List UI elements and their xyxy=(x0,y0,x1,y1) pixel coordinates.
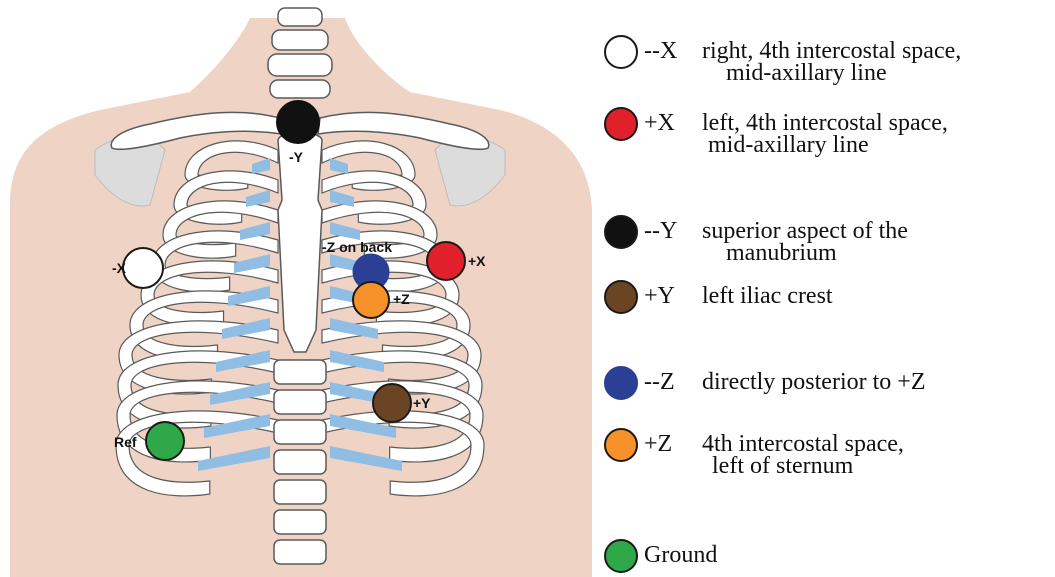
legend-item-pos-x: +X left, 4th intercostal space, mid-axil… xyxy=(604,107,948,156)
legend-item-pos-y: +Y left iliac crest xyxy=(604,280,833,314)
lumbar-vertebra xyxy=(274,420,326,444)
marker-label-neg-y: -Y xyxy=(289,149,304,165)
legend-text: Ground xyxy=(644,542,717,568)
marker-label-neg-z: -Z on back xyxy=(322,239,392,255)
legend-item-ground: Ground xyxy=(604,539,717,573)
brown-dot-icon xyxy=(604,280,638,314)
legend-text: manubrium xyxy=(702,242,908,264)
legend-item-neg-x: --X right, 4th intercostal space, mid-ax… xyxy=(604,35,961,84)
lumbar-vertebra xyxy=(274,510,326,534)
marker-label-neg-x: -X xyxy=(112,260,127,276)
marker-label-pos-y: +Y xyxy=(413,395,431,411)
legend-code: --X xyxy=(644,40,702,62)
legend-code: +Y xyxy=(644,285,702,307)
lumbar-spine xyxy=(274,360,326,564)
lumbar-vertebra xyxy=(274,480,326,504)
legend-item-neg-z: --Z directly posterior to +Z xyxy=(604,366,925,400)
legend: --X right, 4th intercostal space, mid-ax… xyxy=(600,0,1055,577)
sternum xyxy=(278,133,322,353)
legend-item-pos-z: +Z 4th intercostal space, left of sternu… xyxy=(604,428,904,477)
legend-text: mid-axillary line xyxy=(702,62,961,84)
legend-code: +Z xyxy=(644,433,702,455)
lumbar-vertebra xyxy=(274,450,326,474)
blue-dot-icon xyxy=(604,366,638,400)
white-dot-icon xyxy=(604,35,638,69)
green-dot-icon xyxy=(604,539,638,573)
legend-text: left iliac crest xyxy=(702,283,833,309)
legend-text: left of sternum xyxy=(702,455,904,477)
marker-label-pos-x: +X xyxy=(468,253,486,269)
chest-diagram: -Y -X -Z on back +Z +X +Y Ref xyxy=(0,0,600,577)
legend-text: mid-axillary line xyxy=(702,134,948,156)
legend-code: --Z xyxy=(644,371,702,393)
lumbar-vertebra xyxy=(274,360,326,384)
marker-label-ref: Ref xyxy=(114,434,137,450)
legend-item-neg-y: --Y superior aspect of the manubrium xyxy=(604,215,908,264)
lumbar-vertebra xyxy=(274,540,326,564)
marker-label-pos-z: +Z xyxy=(393,291,410,307)
legend-code: +X xyxy=(644,112,702,134)
lumbar-vertebra xyxy=(274,390,326,414)
black-dot-icon xyxy=(604,215,638,249)
orange-dot-icon xyxy=(604,428,638,462)
red-dot-icon xyxy=(604,107,638,141)
legend-text: directly posterior to +Z xyxy=(702,369,925,395)
legend-code: --Y xyxy=(644,220,702,242)
